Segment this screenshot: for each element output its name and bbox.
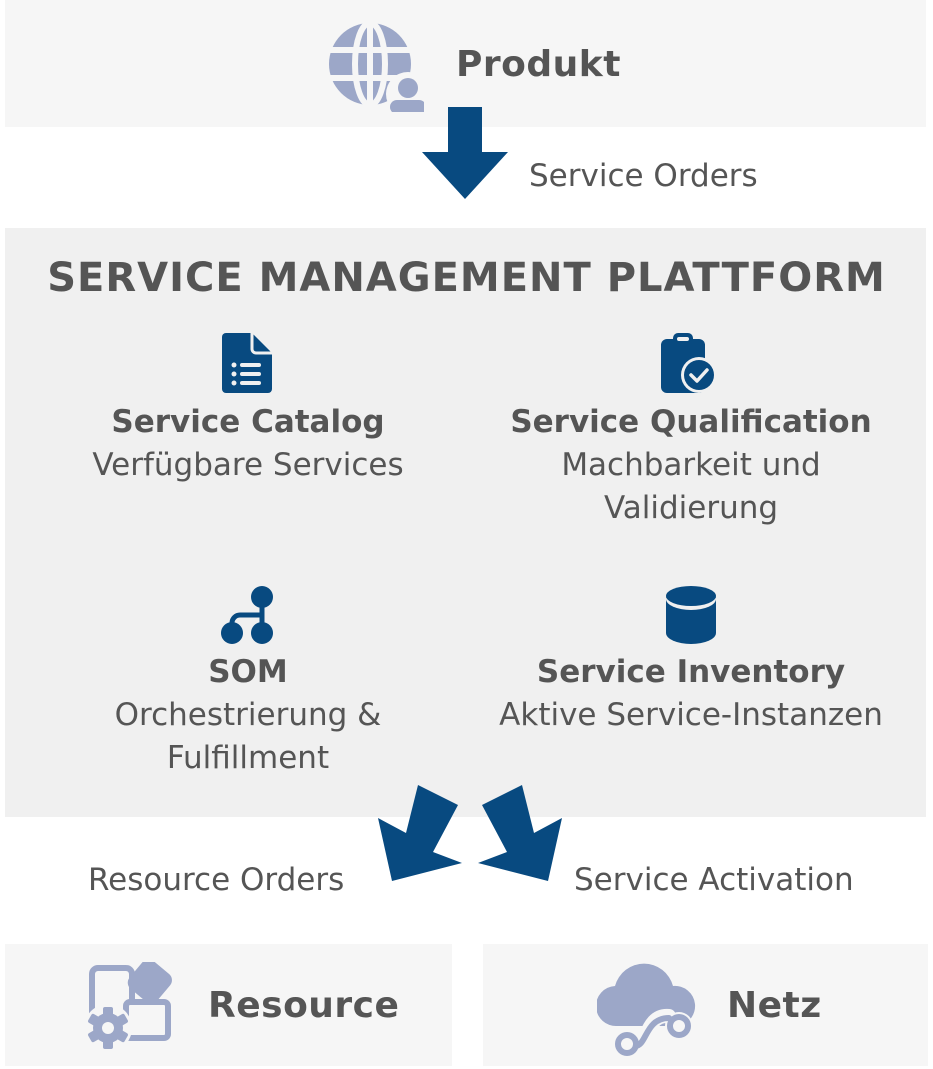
component-desc: Aktive Service-Instanzen	[499, 697, 883, 733]
netz-label: Netz	[727, 985, 822, 1026]
platform-title: SERVICE MANAGEMENT PLATTFORM	[47, 255, 886, 301]
component-title: Service Qualification	[510, 404, 872, 440]
component-service-inventory: Service Inventory Aktive Service-Instanz…	[471, 585, 911, 737]
clipboard-check-icon	[661, 333, 717, 393]
diagonal-arrows	[378, 785, 562, 881]
service-orders-label: Service Orders	[529, 158, 758, 194]
service-management-platform-panel	[5, 228, 926, 817]
flow-nodes-icon	[221, 586, 273, 644]
arrow-down-icon	[422, 107, 508, 199]
resource-orders-label: Resource Orders	[88, 862, 345, 898]
produkt-box	[5, 0, 926, 127]
component-desc: Validierung	[603, 490, 779, 526]
arrow-down-right-icon	[478, 785, 562, 881]
arrow-down-left-icon	[378, 785, 462, 881]
produkt-label: Produkt	[456, 44, 621, 85]
resource-label: Resource	[208, 985, 400, 1026]
component-title: Service Inventory	[536, 654, 846, 690]
component-desc: Verfügbare Services	[92, 447, 404, 483]
component-som: SOM Orchestrierung & Fulfillment	[28, 585, 468, 780]
component-desc: Machbarkeit und	[561, 447, 821, 483]
component-service-catalog: Service Catalog Verfügbare Services	[28, 333, 468, 487]
cloud-connection-icon	[597, 963, 696, 1058]
component-title: Service Catalog	[111, 404, 385, 440]
document-list-icon	[222, 333, 272, 393]
service-activation-label: Service Activation	[574, 862, 854, 898]
component-title: SOM	[208, 654, 288, 690]
globe-user-icon	[328, 22, 424, 112]
netz-box	[483, 944, 928, 1066]
database-icon	[666, 586, 716, 644]
component-desc: Fulfillment	[166, 740, 330, 776]
shapes-gear-icon	[84, 962, 172, 1052]
component-desc: Orchestrierung &	[114, 697, 382, 733]
resource-box	[5, 944, 452, 1066]
component-service-qualification: Service Qualification Machbarkeit und Va…	[471, 333, 911, 530]
